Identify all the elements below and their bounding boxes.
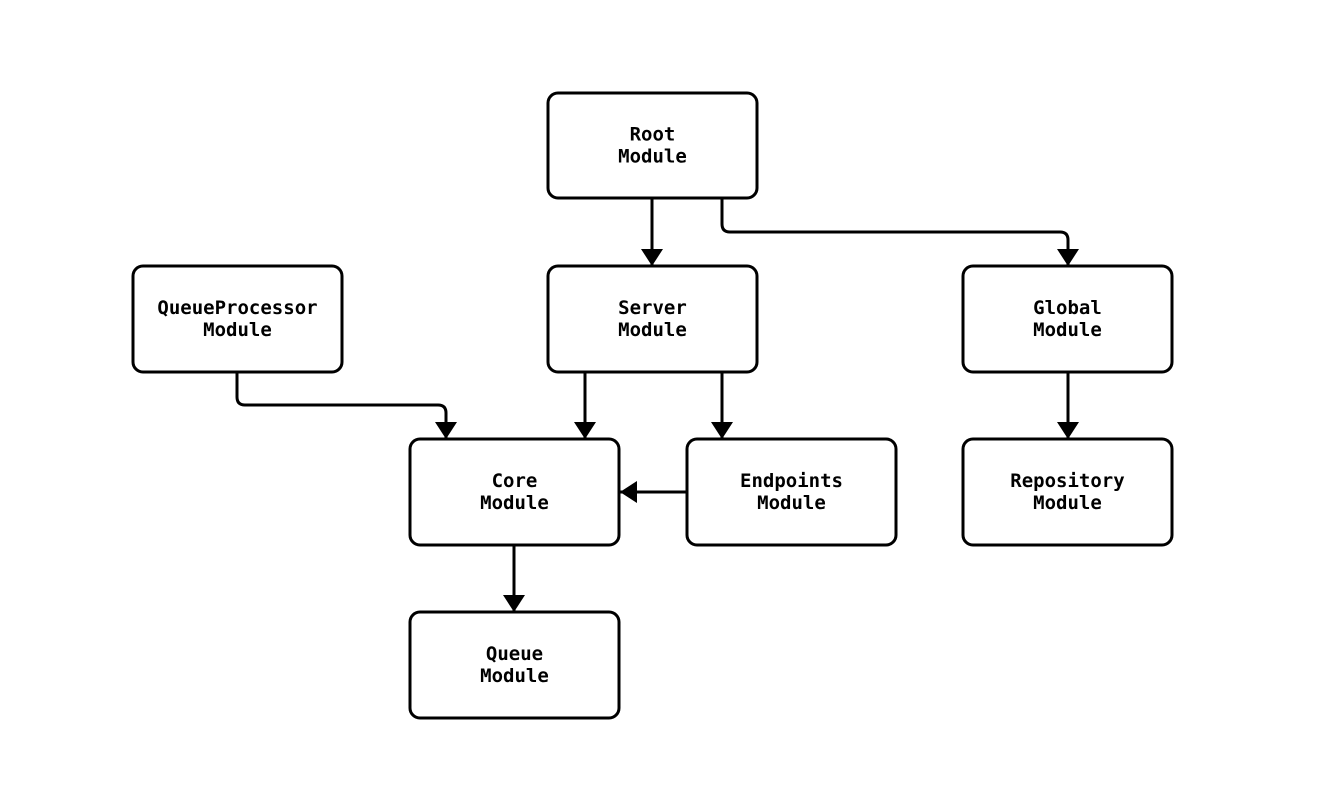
arrowhead-icon: [711, 422, 733, 439]
edge-server-module-to-endpoints-module: [711, 372, 733, 439]
node-queue-module-box: [408, 610, 621, 720]
edge-root-module-to-server-module: [641, 198, 663, 266]
node-label: Core: [492, 470, 538, 492]
node-core-module-box: [408, 437, 621, 547]
edge-core-module-to-queue-module: [503, 545, 525, 612]
arrowhead-icon: [1057, 249, 1079, 266]
arrowhead-icon: [574, 422, 596, 439]
arrowhead-icon: [435, 422, 457, 439]
arrowhead-icon: [641, 249, 663, 266]
node-label: Module: [480, 665, 549, 687]
node-label: Module: [757, 492, 826, 514]
node-endpoints-module-box: [685, 437, 898, 547]
node-global-module-box: [961, 264, 1174, 374]
node-label: Module: [618, 319, 687, 341]
node-label: Server: [618, 297, 687, 319]
node-label: QueueProcessor: [157, 297, 317, 319]
node-label: Endpoints: [740, 470, 843, 492]
node-label: Module: [480, 492, 549, 514]
arrowhead-icon: [1057, 422, 1079, 439]
node-label: Root: [630, 124, 676, 146]
node-label: Repository: [1010, 470, 1124, 492]
node-queueprocessor-module-box: [131, 264, 344, 374]
node-root-module-box: [546, 91, 759, 200]
edge-server-module-to-core-module: [574, 372, 596, 439]
arrowhead-icon: [503, 595, 525, 612]
edge-line: [720, 198, 1070, 266]
node-server-module-box: [546, 264, 759, 374]
node-label: Module: [618, 146, 687, 168]
node-label: Module: [1033, 319, 1102, 341]
edge-global-module-to-repository-module: [1057, 372, 1079, 439]
node-label: Queue: [486, 643, 543, 665]
arrowhead-icon: [620, 481, 637, 503]
node-label: Global: [1033, 297, 1102, 319]
edge-root-module-to-global-module: [720, 198, 1079, 266]
edge-line: [235, 372, 448, 439]
node-repository-module-box: [961, 437, 1174, 547]
edge-queueprocessor-module-to-core-module: [235, 372, 457, 439]
node-label: Module: [1033, 492, 1102, 514]
node-label: Module: [203, 319, 272, 341]
edge-endpoints-module-to-core-module: [620, 481, 686, 503]
